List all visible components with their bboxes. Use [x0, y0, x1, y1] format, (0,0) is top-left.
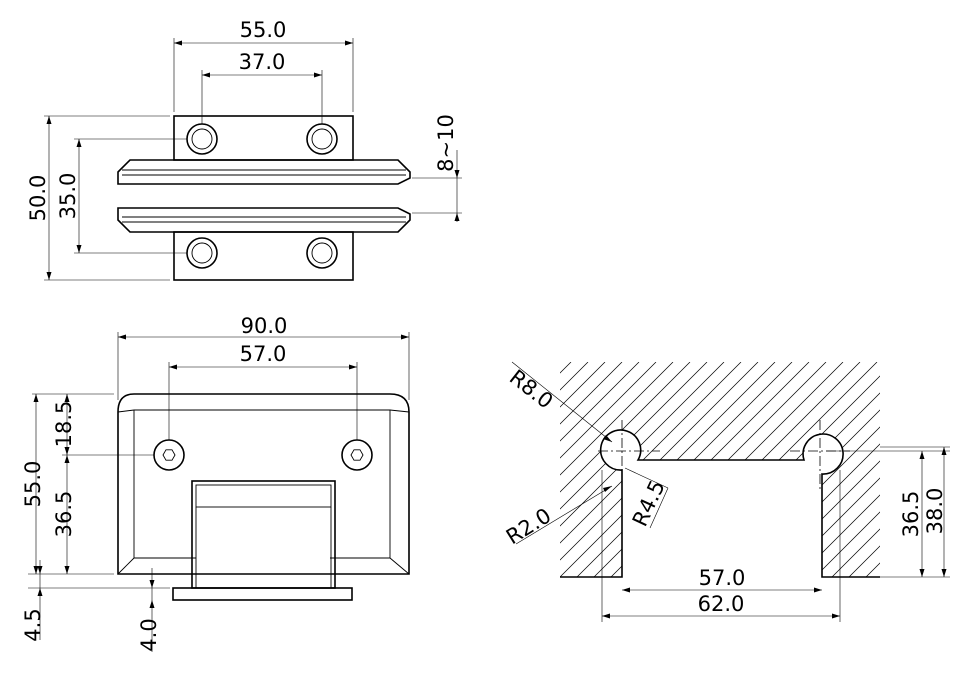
hatch-pattern — [560, 362, 969, 577]
dim-front-upper-lower: 18.5 36.5 — [52, 394, 154, 574]
hatch-line — [763, 362, 880, 577]
hatch-line — [746, 362, 880, 577]
top-view: 55.0 37.0 50.0 35.0 — [26, 18, 462, 281]
hatch-line — [865, 362, 880, 577]
hatch-line — [729, 362, 880, 577]
front-screws — [153, 439, 373, 471]
top-holes — [186, 123, 338, 269]
hatch-line — [848, 362, 880, 577]
front-base-plate — [172, 587, 353, 601]
hatch-line — [593, 362, 810, 577]
dim-front-hole-spacing: 57.0 — [168, 342, 358, 440]
dim-top-gap: 8~10 — [412, 114, 462, 222]
dim-label: 35.0 — [56, 173, 80, 220]
dim-cutout-depth: 36.5 38.0 — [826, 446, 950, 578]
hatch-line — [831, 362, 880, 577]
hatch-line — [560, 362, 776, 577]
dim-label: 55.0 — [21, 461, 45, 508]
dim-label: R8.0 — [505, 365, 558, 413]
dim-label: 57.0 — [240, 342, 287, 366]
hatch-line — [883, 362, 969, 577]
hatch-line — [560, 362, 691, 577]
dim-top-hole-spacing: 37.0 — [201, 50, 323, 124]
dim-front-plate: 4.0 — [137, 568, 161, 652]
dim-top-height: 50.0 — [26, 115, 170, 281]
cutout-view: R8.0 R4.5 R2.0 57.0 62.0 — [502, 361, 969, 622]
hatch-line — [560, 362, 674, 577]
dim-label: 57.0 — [699, 566, 746, 590]
front-view: 90.0 57.0 55.0 18.5 36.5 — [21, 314, 410, 652]
hatch-line — [780, 362, 880, 577]
dim-r8: R8.0 — [505, 361, 613, 443]
top-rail-lower — [117, 207, 411, 233]
dim-label: 4.5 — [21, 608, 45, 641]
dim-label: 4.0 — [137, 618, 161, 651]
hatch-line — [661, 362, 878, 577]
hatch-line — [560, 362, 708, 577]
hatch-line — [644, 362, 861, 577]
hatch-line — [678, 362, 880, 577]
cutout-outline — [560, 429, 880, 578]
dim-label: 55.0 — [240, 18, 287, 42]
dim-r45: R4.5 — [624, 467, 670, 530]
dim-cutout-inner-width: 57.0 — [622, 566, 822, 593]
dim-label: 62.0 — [698, 592, 745, 616]
dim-front-width: 90.0 — [117, 314, 410, 400]
hatch-line — [814, 362, 880, 577]
dim-label: 36.5 — [899, 491, 923, 538]
hatch-line — [900, 362, 969, 577]
dim-label: 8~10 — [434, 114, 458, 172]
hatch-line — [712, 362, 880, 577]
front-clamp — [191, 480, 336, 589]
dim-front-base: 4.5 — [21, 560, 170, 642]
hatch-line — [610, 362, 827, 577]
dim-r2: R2.0 — [502, 485, 613, 549]
hatch-line — [560, 362, 742, 577]
hatch-line — [917, 362, 969, 577]
hatch-line — [576, 362, 793, 577]
dim-label: 50.0 — [26, 175, 50, 222]
dim-label: 37.0 — [239, 50, 286, 74]
hatch-line — [797, 362, 880, 577]
hatch-line — [560, 362, 640, 577]
dim-label: R2.0 — [502, 503, 555, 549]
front-body-outer — [117, 393, 410, 575]
hatch-line — [560, 362, 657, 577]
hatch-line — [560, 362, 606, 577]
hatch-line — [695, 362, 880, 577]
dim-label: 90.0 — [241, 314, 288, 338]
dim-label: 38.0 — [923, 488, 947, 535]
dim-front-height: 55.0 — [21, 393, 114, 574]
dim-label: 36.5 — [52, 491, 76, 538]
dim-label: 18.5 — [52, 401, 76, 448]
hatch-line — [560, 362, 759, 577]
front-body-inner — [133, 409, 391, 559]
dim-cutout-outer-width: 62.0 — [601, 470, 841, 622]
dim-top-width: 55.0 — [173, 18, 354, 112]
top-rail-upper — [117, 159, 411, 185]
hatch-line — [627, 362, 844, 577]
dim-label: R4.5 — [628, 476, 670, 530]
hatch-line — [560, 362, 623, 577]
dim-top-inner-height: 35.0 — [56, 138, 187, 254]
